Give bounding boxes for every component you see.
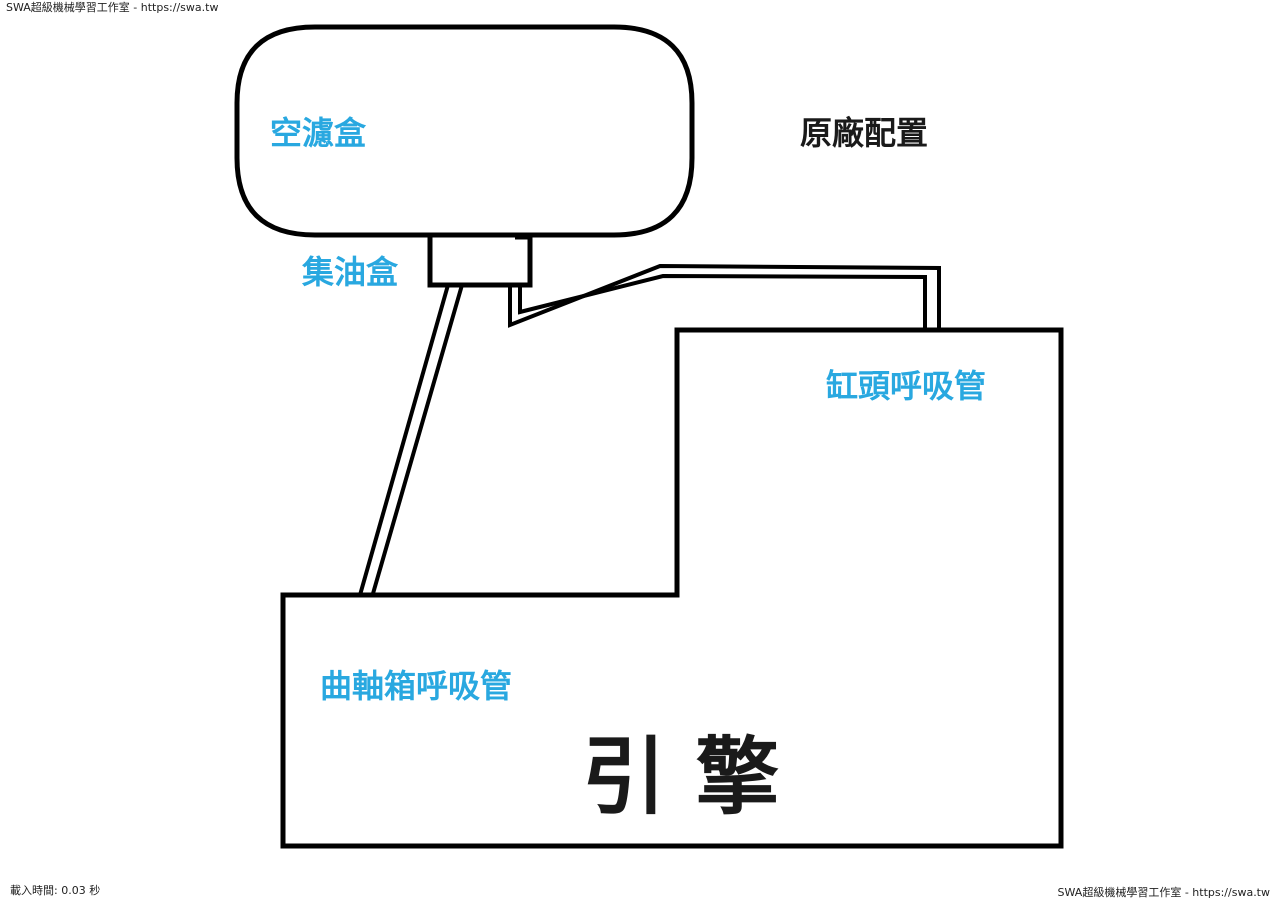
label-crankcase-breather: 曲軸箱呼吸管	[320, 667, 512, 705]
label-air-box: 空濾盒	[270, 114, 367, 152]
label-config-title: 原廠配置	[800, 114, 928, 152]
crankcase-hose-inner	[370, 284, 464, 598]
label-engine: 引 擎	[582, 728, 779, 826]
engine-block	[280, 327, 1064, 849]
label-oil-catch: 集油盒	[301, 253, 399, 291]
watermark-load-time: 載入時間: 0.03 秒	[10, 884, 101, 897]
crankcase-hose-outer	[358, 284, 450, 596]
oil-catch-box	[427, 234, 533, 288]
head-hose-outer	[508, 263, 941, 332]
watermark-bottom: SWA超級機械學習工作室 - https://swa.tw	[1057, 886, 1270, 899]
label-head-breather: 缸頭呼吸管	[826, 367, 986, 405]
head-hose-inner	[518, 273, 927, 332]
air-filter-box	[234, 24, 695, 238]
watermark-top: SWA超級機械學習工作室 - https://swa.tw	[6, 1, 219, 14]
